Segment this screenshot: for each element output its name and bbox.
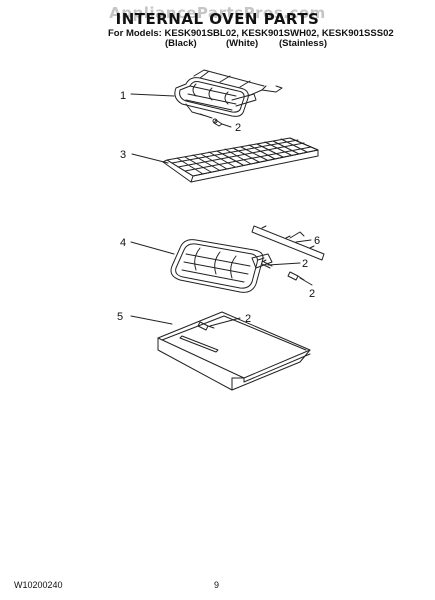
- variant-white: (White): [226, 38, 259, 49]
- part-1-broil-element: [174, 69, 283, 127]
- leader-line-2c: [299, 277, 313, 286]
- variant-black: (Black): [165, 38, 197, 49]
- callout-1: 1: [120, 90, 126, 102]
- leader-line-2a: [221, 123, 232, 128]
- variant-stainless: (Stainless): [279, 38, 328, 49]
- leader-line-4: [130, 241, 175, 255]
- callout-2b: 2: [302, 258, 308, 270]
- leader-line-6: [295, 239, 312, 243]
- part-6-bracket: [251, 225, 325, 261]
- leader-line-2b: [267, 262, 301, 266]
- page-number: 9: [214, 580, 220, 590]
- models-line: For Models: KESK901SBL02, KESK901SWH02, …: [108, 28, 394, 39]
- callout-3: 3: [120, 149, 126, 161]
- leader-line-3: [131, 153, 169, 164]
- part-3-oven-rack: [162, 137, 319, 183]
- callout-2d: 2: [245, 313, 251, 325]
- callout-6: 6: [314, 235, 320, 247]
- leader-line-2d: [209, 317, 241, 327]
- callout-2a: 2: [235, 122, 241, 134]
- page-title: INTERNAL OVEN PARTS: [115, 10, 320, 28]
- callout-4: 4: [120, 237, 126, 249]
- callout-5: 5: [117, 311, 123, 323]
- leader-line-1: [130, 93, 175, 97]
- part-5-drawer: [157, 311, 311, 391]
- document-number: W10200240: [14, 580, 63, 590]
- callout-2c: 2: [309, 288, 315, 300]
- watermark: AppliancePartsPros.com: [109, 4, 326, 22]
- leader-line-5: [130, 315, 173, 325]
- part-4-bake-element: [170, 239, 273, 293]
